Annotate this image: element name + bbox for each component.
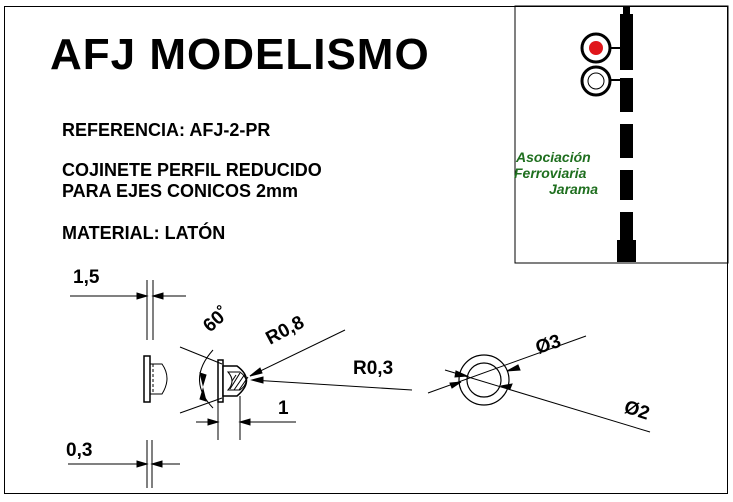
description-block: COJINETE PERFIL REDUCIDO PARA EJES CONIC… [62,160,322,202]
signal-mast-icon [580,6,636,262]
front-view [427,335,651,433]
dimension-angle: 60˚ [199,303,233,337]
dimension-diameter-inner: Ø2 [621,397,652,425]
description-line-1: COJINETE PERFIL REDUCIDO [62,160,322,180]
outer-ring [458,354,510,406]
dimension-width-small: 1 [278,398,289,419]
material-label: MATERIAL: LATÓN [62,223,226,243]
inner-ring [466,362,502,398]
description-line-2: PARA EJES CONICOS 2mm [62,181,299,201]
dimension-width-top: 1,5 [73,267,100,288]
section-view [179,329,413,440]
logo-line-2: Ferroviaria [514,165,587,181]
dimension-thickness: 0,3 [66,440,92,461]
logo-frame [514,5,729,264]
logo-line-3: Jarama [549,181,598,197]
reference-label: REFERENCIA: AFJ-2-PR [62,120,271,140]
page-title: AFJ MODELISMO [50,30,430,79]
association-logo: Asociación Ferroviaria Jarama [514,5,729,264]
red-lamp-icon [589,41,603,55]
dimension-diameter-outer: Ø3 [533,331,564,359]
logo-line-1: Asociación [515,149,591,165]
dimension-radius-small: R0,3 [353,358,393,379]
dimension-radius-large: R0,8 [262,312,307,349]
side-profile-view [68,280,186,488]
